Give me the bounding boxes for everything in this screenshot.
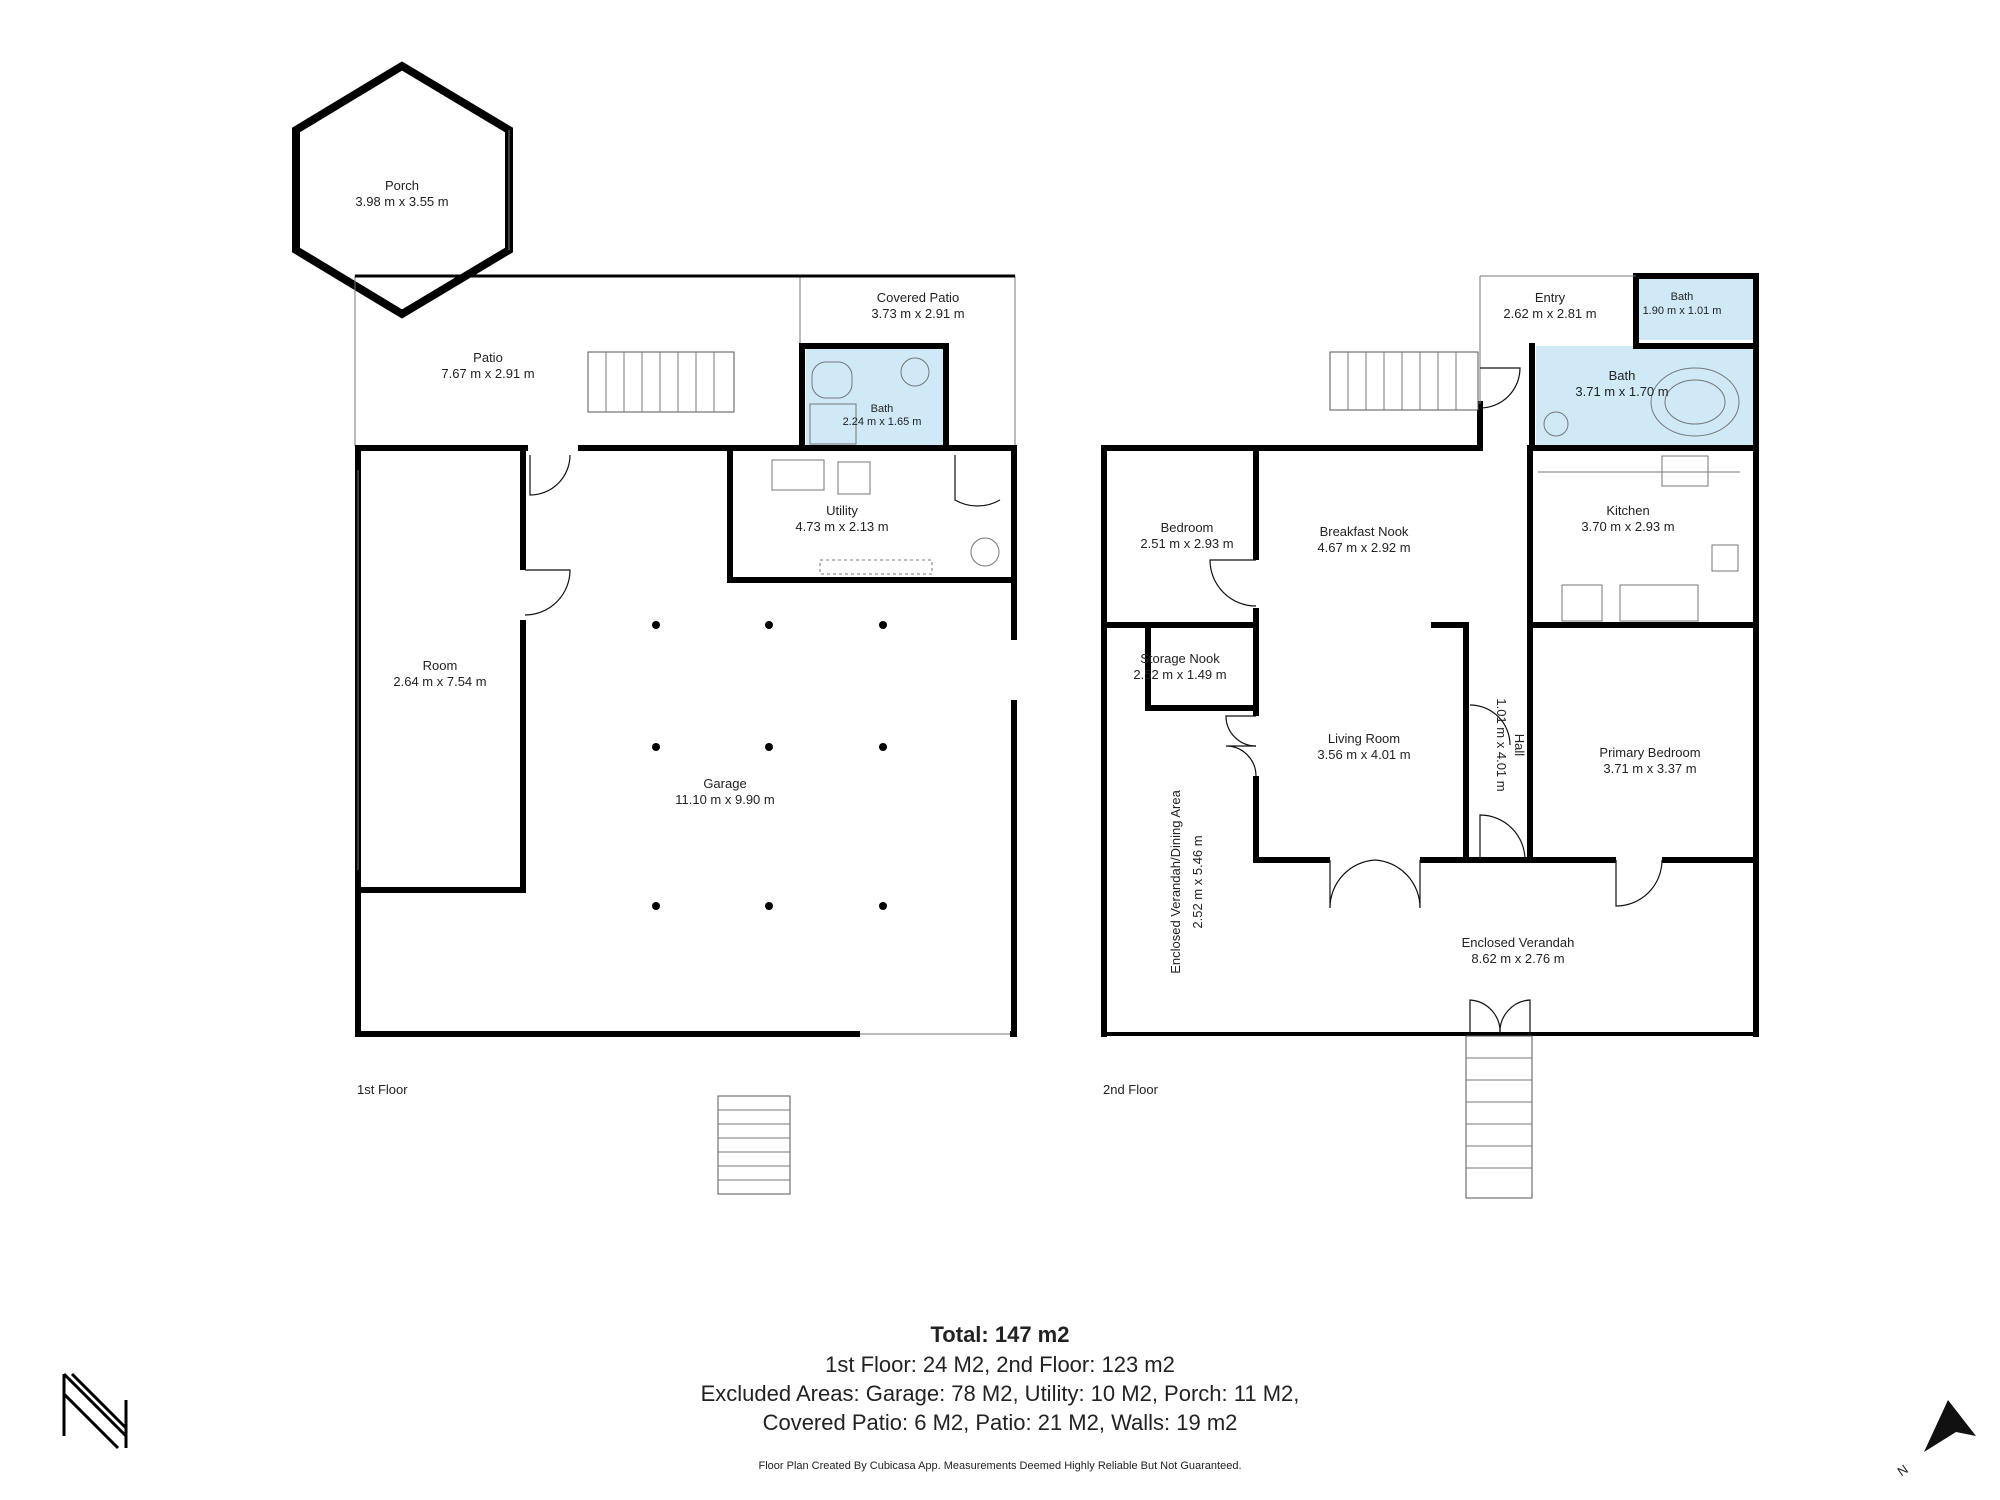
entry-label: Entry <box>1535 290 1566 305</box>
first-floor-plan: Porch 3.98 m x 3.55 m Patio 7.67 m x 2.9… <box>292 61 1019 1195</box>
kitchen-label: Kitchen <box>1606 503 1649 518</box>
enclosed-verandah-label: Enclosed Verandah <box>1462 935 1575 950</box>
storage-nook-dims: 2.52 m x 1.49 m <box>1133 667 1226 682</box>
garage-dims: 11.10 m x 9.90 m <box>675 792 774 807</box>
room-label: Room <box>423 658 458 673</box>
porch-label: Porch <box>385 178 419 193</box>
patio-dims: 7.67 m x 2.91 m <box>441 366 534 381</box>
hall-dims: 1.01 m x 4.01 m <box>1494 698 1509 791</box>
second-floor-plan: Entry 2.62 m x 2.81 m Bath 1.90 m x 1.01… <box>1101 273 1759 1199</box>
enclosed-verandah-dining-label: Enclosed Verandah/Dining Area <box>1168 789 1183 973</box>
living-room-dims: 3.56 m x 4.01 m <box>1317 747 1410 762</box>
cubicasa-logo-icon <box>62 1372 128 1450</box>
bath-1-dims: 2.24 m x 1.65 m <box>843 416 922 428</box>
covered-patio-label: Covered Patio <box>877 290 959 305</box>
bedroom-label: Bedroom <box>1161 520 1214 535</box>
first-floor-label: 1st Floor <box>357 1082 408 1097</box>
breakfast-nook-label: Breakfast Nook <box>1320 524 1409 539</box>
storage-nook-label: Storage Nook <box>1140 651 1220 666</box>
primary-bedroom-dims: 3.71 m x 3.37 m <box>1603 761 1696 776</box>
porch-dims: 3.98 m x 3.55 m <box>355 194 448 209</box>
credit-note: Floor Plan Created By Cubicasa App. Meas… <box>758 1460 1242 1472</box>
patio-stairs <box>587 351 735 413</box>
hall-label: Hall <box>1512 734 1527 757</box>
kitchen-dims: 3.70 m x 2.93 m <box>1581 519 1674 534</box>
second-floor-label: 2nd Floor <box>1103 1082 1159 1097</box>
bedroom-dims: 2.51 m x 2.93 m <box>1140 536 1233 551</box>
enclosed-verandah-dining-dims: 2.52 m x 5.46 m <box>1190 835 1205 928</box>
bath-1-label: Bath <box>871 403 894 415</box>
bath-2-area <box>1536 346 1754 446</box>
bath-small-label: Bath <box>1671 291 1694 303</box>
garage-stairs <box>717 1095 791 1195</box>
floor-areas: 1st Floor: 24 M2, 2nd Floor: 123 m2 <box>825 1352 1175 1377</box>
excluded-areas: Excluded Areas: Garage: 78 M2, Utility: … <box>700 1381 1300 1406</box>
patio-label: Patio <box>473 350 503 365</box>
primary-bedroom-label: Primary Bedroom <box>1599 745 1700 760</box>
total-area: Total: 147 m2 <box>930 1322 1070 1347</box>
breakfast-nook-dims: 4.67 m x 2.92 m <box>1317 540 1410 555</box>
living-room-label: Living Room <box>1328 731 1400 746</box>
enclosed-verandah-dims: 8.62 m x 2.76 m <box>1471 951 1564 966</box>
entry-dims: 2.62 m x 2.81 m <box>1503 306 1596 321</box>
excluded-areas-cont: Covered Patio: 6 M2, Patio: 21 M2, Walls… <box>762 1410 1238 1435</box>
utility-dims: 4.73 m x 2.13 m <box>795 519 888 534</box>
bath-2-label: Bath <box>1609 368 1636 383</box>
bath-small-area <box>1638 278 1754 340</box>
bath-2-dims: 3.71 m x 1.70 m <box>1575 384 1668 399</box>
covered-patio-dims: 3.73 m x 2.91 m <box>871 306 964 321</box>
room-dims: 2.64 m x 7.54 m <box>393 674 486 689</box>
utility-label: Utility <box>826 503 858 518</box>
verandah-stairs <box>1465 1035 1533 1199</box>
entry-stairs <box>1329 351 1479 411</box>
bath-small-dims: 1.90 m x 1.01 m <box>1643 305 1722 317</box>
garage-label: Garage <box>703 776 746 791</box>
garage-columns <box>652 621 887 910</box>
